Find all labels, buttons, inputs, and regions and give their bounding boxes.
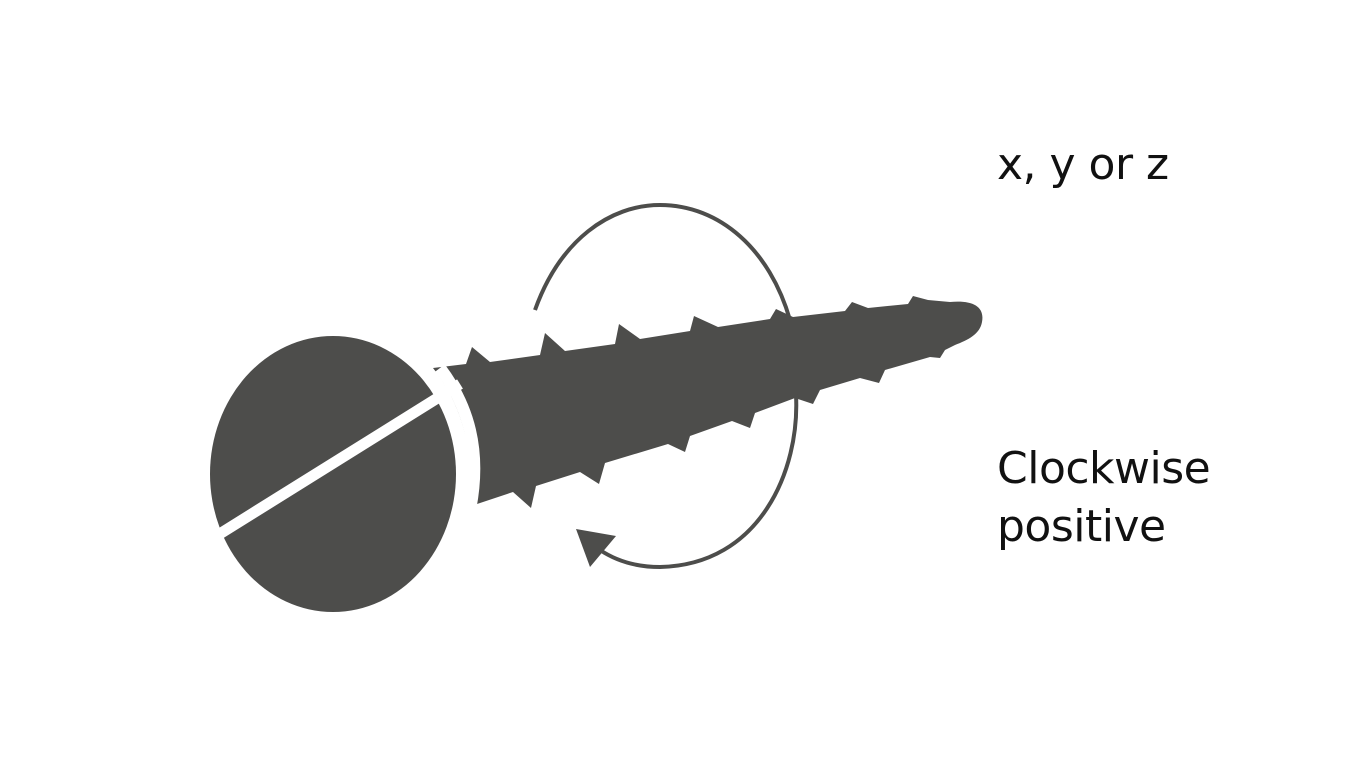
arrowhead-icon: [576, 529, 616, 567]
axis-label: x, y or z: [997, 139, 1169, 190]
rotation-direction-label: Clockwise positive: [997, 440, 1211, 556]
rotation-arrow-icon: [533, 202, 792, 321]
rotation-arrow-front: [598, 394, 799, 570]
screw-head-icon: [207, 336, 481, 612]
rotation-label-line1: Clockwise: [997, 443, 1211, 494]
screw-shaft-icon: [433, 296, 983, 508]
rotation-label-line2: positive: [997, 501, 1166, 552]
